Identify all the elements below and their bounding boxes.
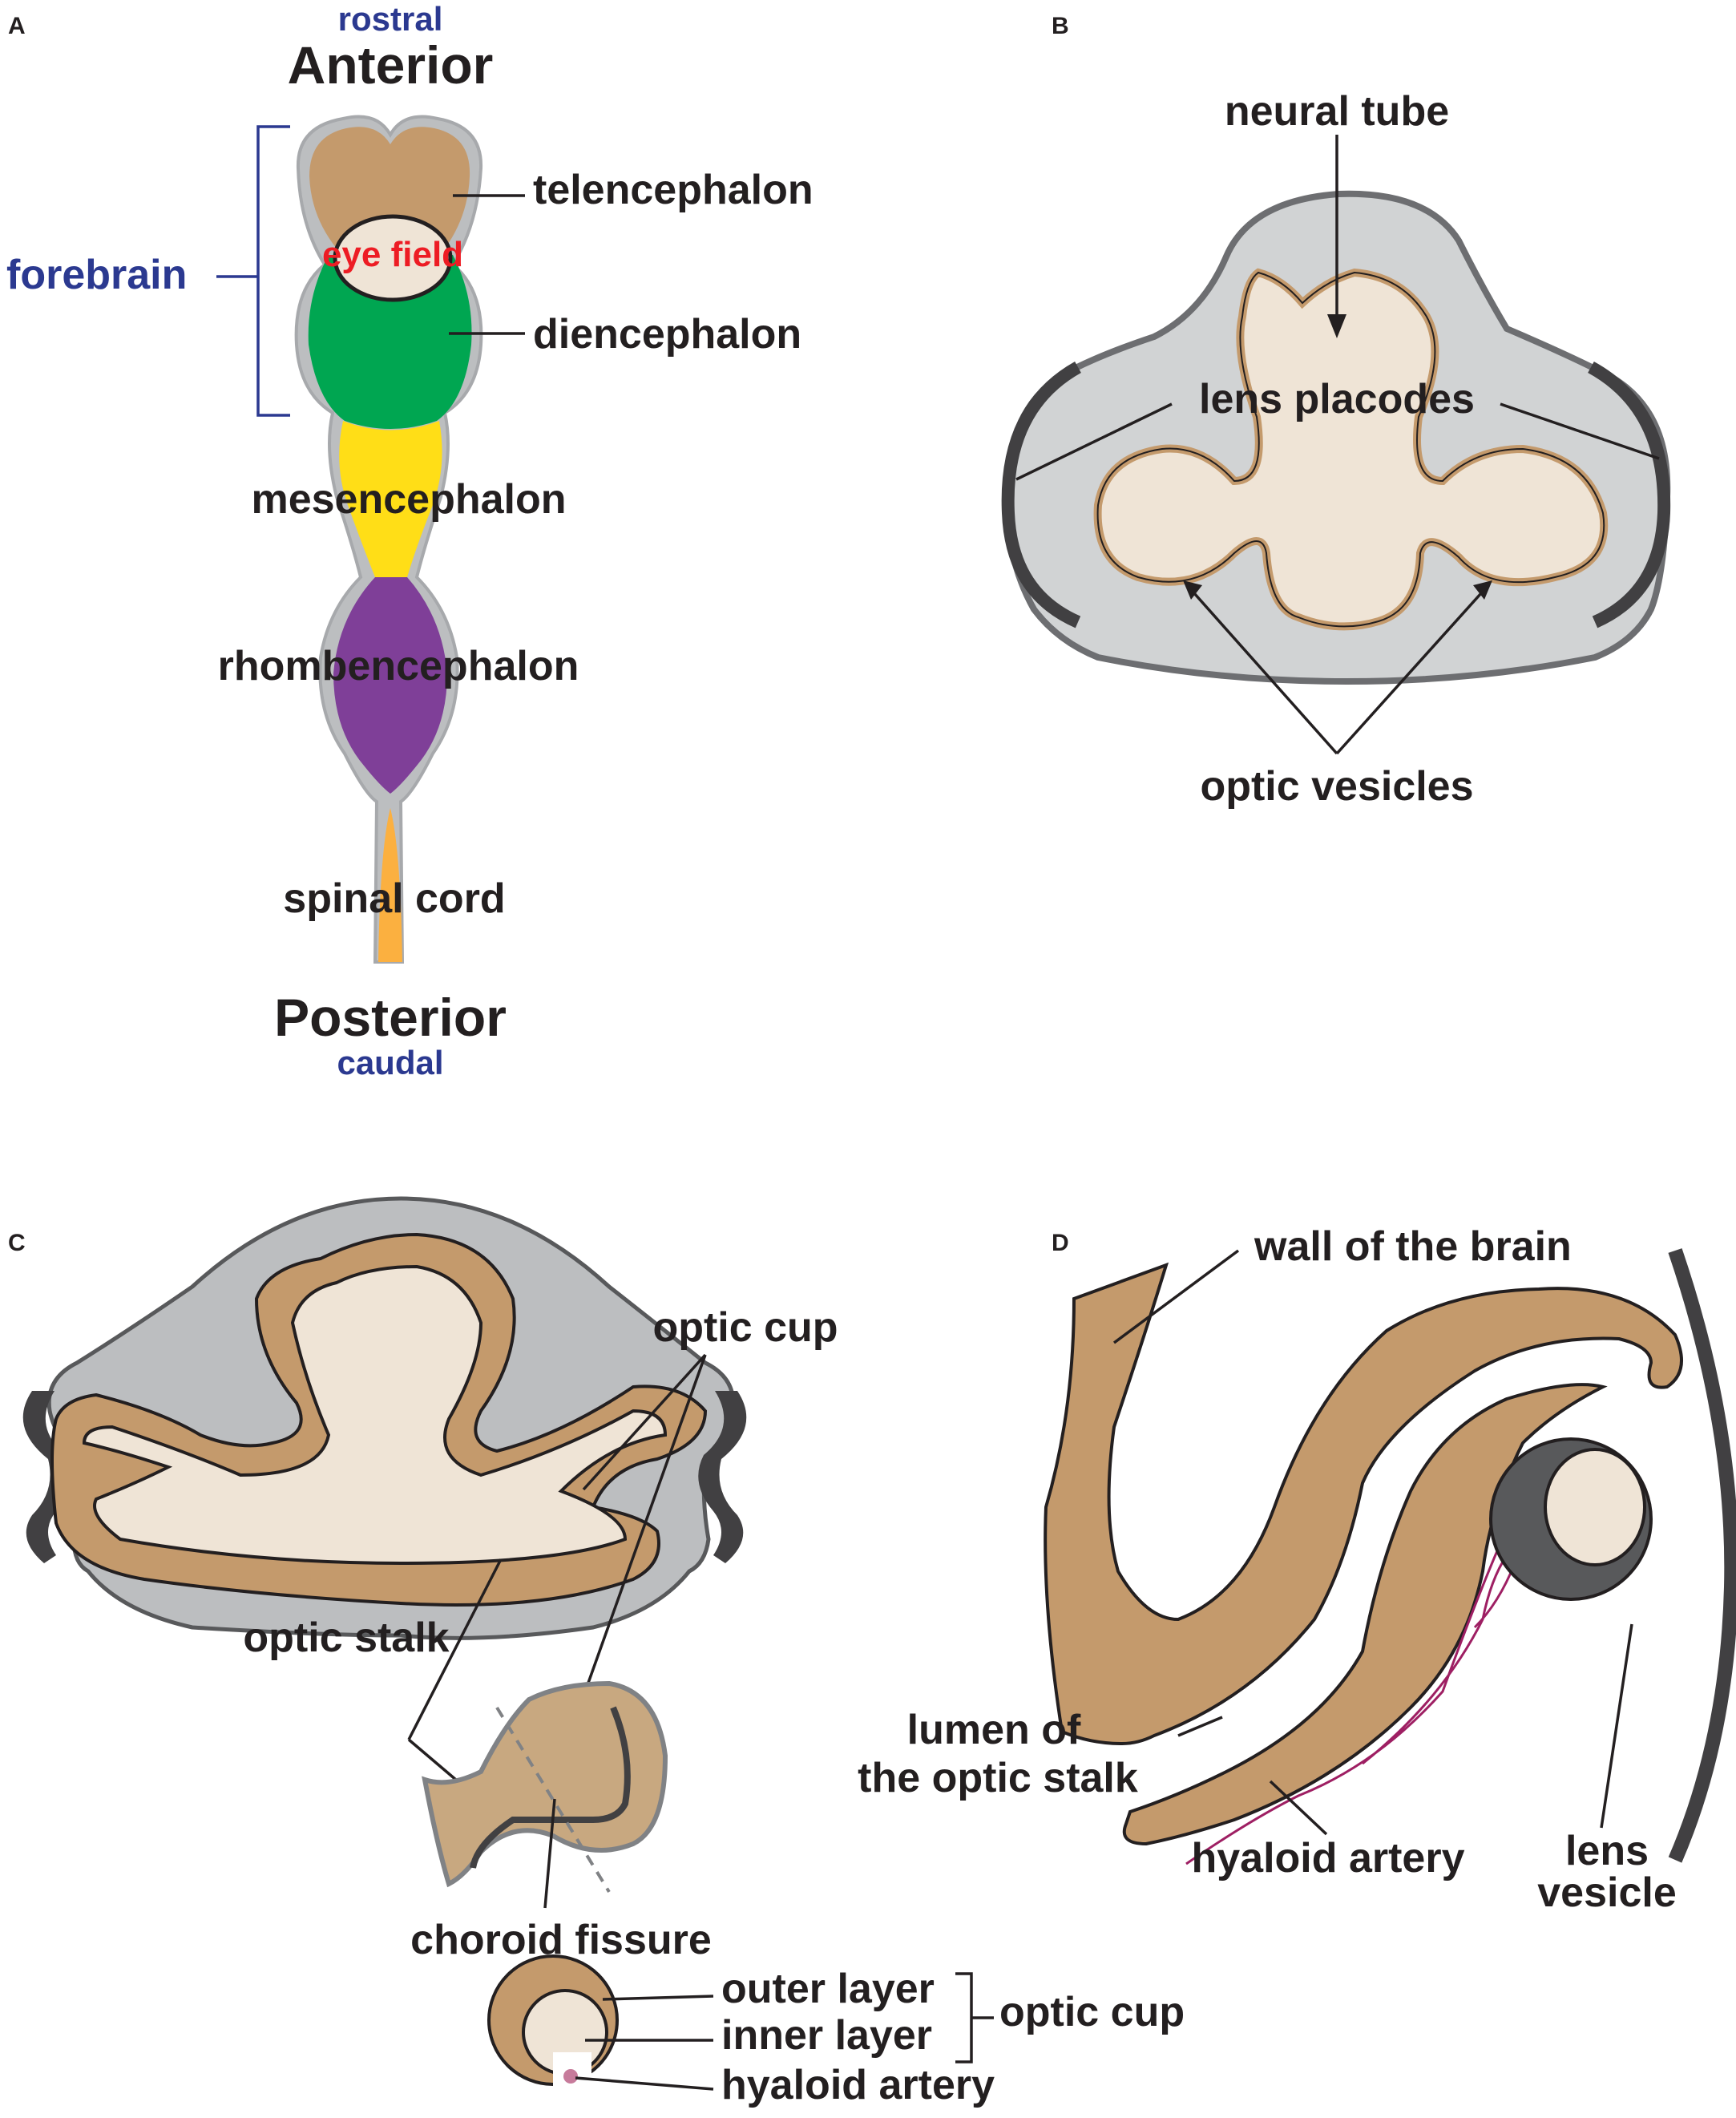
optic-vesicle-left-arrow [1193,592,1338,755]
forebrain-bracket [216,125,290,417]
lumen-leader [1177,1716,1223,1737]
lens-vesicle-lumen [1544,1448,1646,1566]
lens-placode-left-leader [1015,402,1173,481]
optic-cup-bracket-label: optic cup [999,1989,1185,2035]
panel-d: D wall of the brain lumen of the optic s… [858,1223,1736,1916]
hyaloid-artery-c-label: hyaloid artery [721,2062,995,2108]
left-lens-placode [1001,362,1081,629]
wall-of-brain-label: wall of the brain [1254,1223,1572,1270]
optic-cup-label: optic cup [652,1304,838,1351]
panel-c-letter: C [8,1230,26,1256]
optic-vesicle-left-arrowhead [1183,580,1202,600]
lens-label-line2: vesicle [1537,1869,1677,1916]
optic-cup-bracket [955,1972,994,2063]
forebrain-label: forebrain [6,252,187,298]
hyaloid-artery-c-leader [575,2076,714,2091]
panel-c-lumen [82,1264,668,1566]
section-plane-line [495,1706,611,1894]
optic-stalk-lower-wall [1122,1383,1608,1846]
panel-b-letter: B [1052,13,1069,39]
spinal-cord-label: spinal cord [283,875,505,922]
neural-tube-arrowhead [1327,314,1346,338]
panel-c-right-placode [698,1391,747,1563]
posterior-label: Posterior [274,988,507,1047]
hyaloid-artery-dot [563,2069,578,2084]
mesencephalon-region [339,421,442,577]
lens-placodes-label: lens placodes [1199,376,1475,422]
choroid-fissure-leader [543,1798,556,1909]
hyaloid-artery-d-leader [1269,1780,1328,1836]
diencephalon-region [308,255,472,429]
lumen-label-line2: the optic stalk [858,1755,1138,1801]
eye-field-region [333,214,453,302]
anterior-label: Anterior [288,35,494,95]
optic-stalk-leader-1 [407,1558,503,1740]
lumen-label-line1: lumen of [907,1707,1081,1753]
rostral-label: rostral [338,0,443,38]
lens-label-line1: lens [1565,1828,1649,1874]
spinal-cord-region [378,808,402,962]
surface-ectoderm [1668,1248,1736,1863]
brain-wall [1044,1262,1683,1746]
panel-d-letter: D [1052,1230,1069,1256]
lens-placode-right-leader [1500,402,1660,460]
panel-a-letter: A [8,13,26,39]
right-lens-placode [1588,361,1671,629]
optic-cup-3d-rim [470,1706,631,1869]
telencephalon-region [309,127,470,249]
lens-vesicle-leader [1600,1623,1633,1829]
panel-b: B neural tube lens placodes optic vesicl… [1001,13,1671,810]
optic-cup-leader-1 [582,1353,707,1491]
telencephalon-label: telencephalon [533,167,813,213]
wall-of-brain-leader [1112,1249,1240,1344]
optic-stalk-label: optic stalk [243,1615,449,1661]
rhombencephalon-label: rhombencephalon [218,643,579,689]
inner-layer-label: inner layer [721,2012,932,2059]
hyaloid-artery-d-label: hyaloid artery [1191,1835,1464,1882]
rhombencephalon-region [333,577,447,794]
optic-vesicles-label: optic vesicles [1200,763,1473,810]
mesencephalon-label: mesencephalon [251,476,566,523]
neural-tube-label: neural tube [1225,88,1449,135]
neural-tube-inner-line [1096,271,1605,628]
caudal-label: caudal [337,1044,443,1081]
eye-field-label: eye field [322,235,463,274]
optic-cup-3d [422,1680,668,1888]
panel-c: C optic cup optic stalk choroid fissure [8,1196,1185,2108]
optic-vesicle-right-arrow [1335,592,1483,755]
optic-cup-leader-2 [566,1354,707,1742]
diencephalon-label: diencephalon [533,311,801,358]
panel-c-left-placode [22,1391,71,1563]
optic-vesicle-right-arrowhead [1473,580,1492,600]
panel-a: A rostral Anterior forebrain eye field t… [6,0,813,1081]
outer-layer-leader [602,1995,714,2001]
outer-layer-label: outer layer [721,1966,935,2012]
